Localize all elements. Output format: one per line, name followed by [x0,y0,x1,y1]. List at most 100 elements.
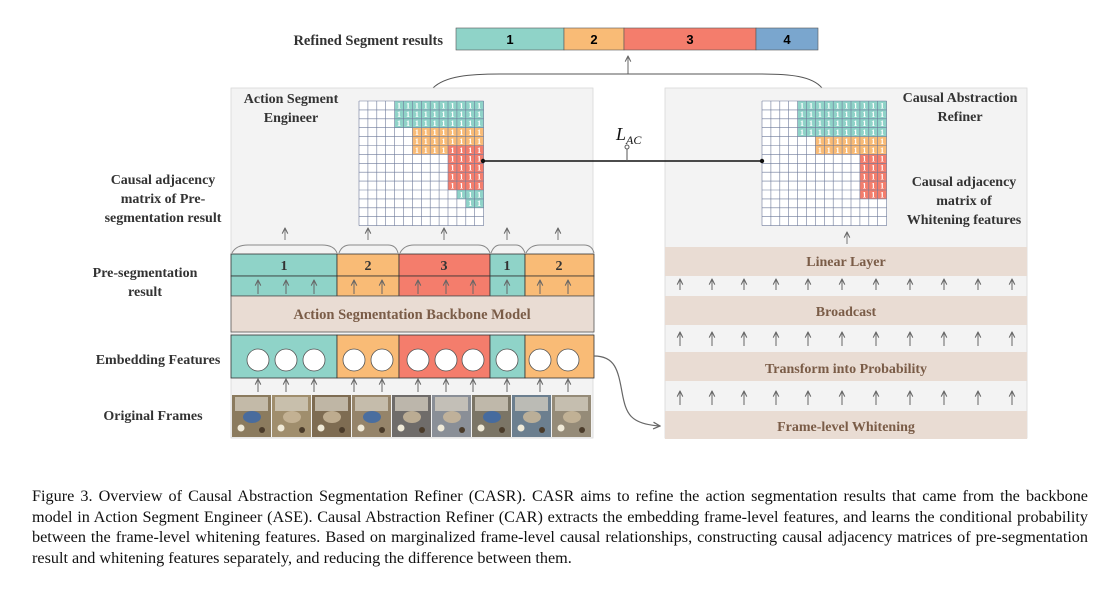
car-matrix-cell-value: 1 [862,155,866,164]
ase-matrix-cell-value: 1 [433,128,437,137]
ase-matrix-cell-value: 1 [477,181,481,190]
frame-object [259,427,265,433]
ase-matrix-cell-value: 1 [424,146,428,155]
car-matrix-cell-value: 1 [871,155,875,164]
car-matrix-cell-value: 1 [862,146,866,155]
ase-matrix-cell-value: 1 [450,164,454,173]
car-matrix-cell-value: 1 [818,137,822,146]
car-matrix-cell [868,154,878,164]
car-matrix-cell-value: 1 [836,137,840,146]
ase-matrix-input-arrows [285,228,558,240]
ase-matrix-cell-value: 1 [406,110,410,119]
frame-object [579,427,585,433]
frame-table-top [555,397,588,411]
preseg-seg-5-label: 2 [556,259,563,274]
car-matrix-cell-value: 1 [862,164,866,173]
car-matrix-cell-value: 1 [853,101,857,110]
frame-object [477,424,485,432]
ase-matrix-cell [465,163,475,173]
car-matrix-cell [797,127,807,137]
car-matrix-cell [859,109,869,119]
frame-table-top [275,397,308,411]
ase-matrix-cell [412,101,422,110]
ase-matrix-cell [456,163,466,173]
ase-matrix-cell [394,109,404,119]
car-matrix-cell-value: 1 [862,172,866,181]
ase-matrix-cell-value: 1 [415,128,419,137]
car-matrix-cell [824,101,834,110]
car-matrix-cell [877,190,887,199]
ase-matrix-cell [430,109,440,119]
ase-matrix-cell [430,127,440,137]
ase-matrix-cell [474,172,484,182]
ase-matrix-cell [465,198,475,208]
car-matrix-cell [868,163,878,173]
car-matrix-cell [824,136,834,146]
broadcast-label: Broadcast [816,305,877,320]
car-matrix-cell [859,163,869,173]
car-matrix-cell [833,127,843,137]
frame-object [379,427,385,433]
car-title-line1: Causal Abstraction [903,91,1018,106]
embedding-node [495,348,519,372]
car-matrix-cell-value: 1 [845,101,849,110]
linear-layer-box [665,247,1027,276]
car-matrix-cell-value: 1 [871,146,875,155]
linear-layer-label: Linear Layer [806,255,885,270]
car-matrix-cell-value: 1 [827,101,831,110]
frame-object [243,411,261,423]
car-matrix-cell-value: 1 [880,101,884,110]
ase-matrix-cell-value: 1 [477,137,481,146]
ase-matrix-cell [474,198,484,208]
ase-matrix-cell-value: 1 [442,137,446,146]
car-matrix-cell [833,145,843,155]
ase-matrix-cell [448,145,457,155]
ase-matrix-label-2: matrix of Pre- [121,192,206,207]
refined-segment-bar: 1 2 3 4 [455,27,819,51]
car-matrix-cell [851,118,860,128]
car-matrix-cell-value: 1 [880,190,884,199]
car-matrix-cell-value: 1 [871,137,875,146]
broadcast-box [665,296,1027,325]
car-matrix-cell-value: 1 [836,128,840,137]
frame-table-top [395,397,428,411]
ase-matrix-cell [456,154,466,164]
backbone-label: Action Segmentation Backbone Model [293,307,530,323]
embedding-node [528,348,552,372]
ase-matrix-cell-value: 1 [450,172,454,181]
embedding-node [406,348,430,372]
ase-matrix-cell [448,181,457,190]
ase-matrix-cell-value: 1 [442,119,446,128]
car-matrix-cell-value: 1 [871,128,875,137]
refined-seg-4-label: 4 [783,32,791,47]
car-matrix-cell [868,172,878,182]
frame-object [317,424,325,432]
car-matrix-cell [868,118,878,128]
frames-label: Original Frames [103,409,203,424]
car-matrix-cell [859,172,869,182]
ase-title-line2: Engineer [264,111,318,126]
car-matrix-cell [851,127,860,137]
ase-matrix-cell-value: 1 [397,110,401,119]
loss-label: LAC [615,124,642,147]
frame-object [419,427,425,433]
ase-matrix-cell [456,145,466,155]
car-matrix-cell-value: 1 [818,101,822,110]
car-matrix-cell-value: 1 [853,119,857,128]
car-matrix-cell [868,101,878,110]
ase-matrix-cell-value: 1 [468,128,472,137]
ase-matrix-cell [448,118,457,128]
car-matrix-cell-value: 1 [836,146,840,155]
car-matrix-cell [833,118,843,128]
ase-matrix-cell-value: 1 [424,110,428,119]
car-arrows-row-1 [680,279,1012,290]
car-matrix-cell-value: 1 [862,137,866,146]
car-matrix-cell-value: 1 [809,128,813,137]
embedding-node [302,348,326,372]
ase-matrix-cell [448,101,457,110]
embedding-node [274,348,298,372]
car-matrix-cell-value: 1 [880,164,884,173]
ase-matrix-cell-value: 1 [424,101,428,110]
